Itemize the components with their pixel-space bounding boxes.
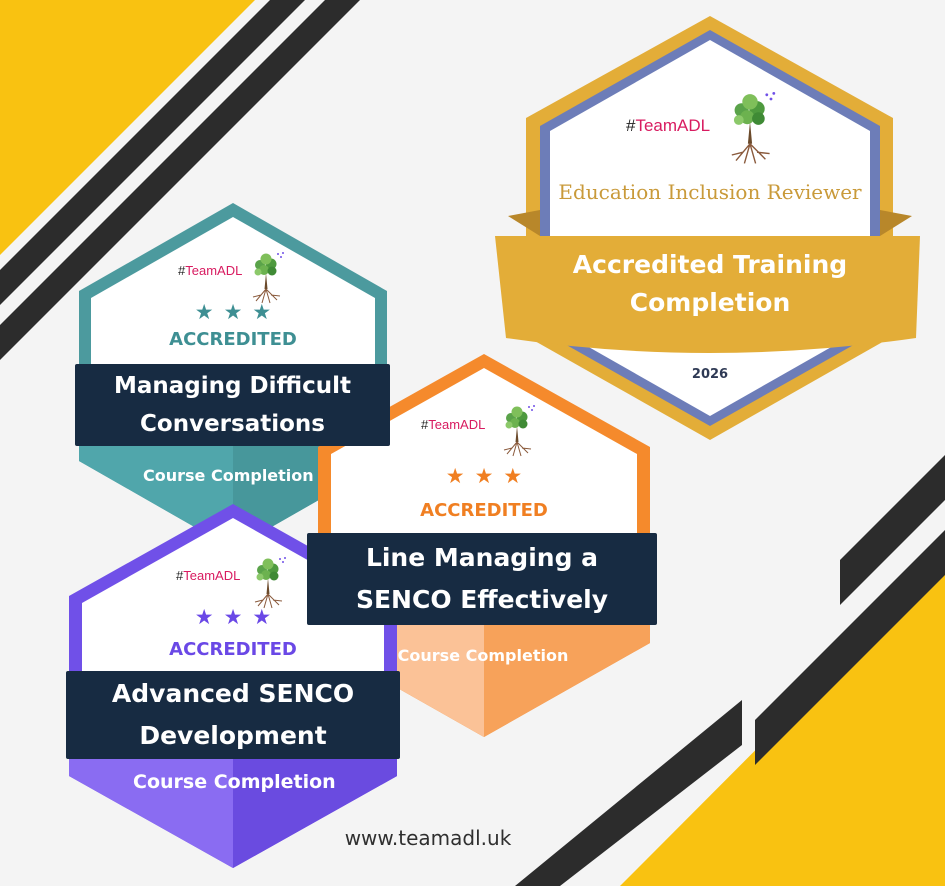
reviewer-role-title: Education Inclusion Reviewer (558, 180, 862, 204)
star-rating: ★★★ (194, 300, 282, 324)
course-completion-label: Course Completion (397, 646, 569, 665)
brand-tag: #TeamADL (421, 417, 486, 432)
course-title-banner: Advanced SENCO Development (66, 671, 400, 759)
course-title-line-1: Advanced SENCO (111, 679, 355, 708)
brand-tag: #TeamADL (176, 568, 241, 583)
reviewer-ribbon (495, 236, 920, 353)
reviewer-ribbon-title: Accredited Training Completion (530, 246, 890, 322)
star-rating: ★★★ (194, 605, 282, 629)
course-completion-label: Course Completion (133, 771, 336, 793)
reviewer-ribbon-fold-left (508, 210, 540, 236)
course-title-line-2: SENCO Effectively (355, 585, 609, 614)
course-title-banner: Managing Difficult Conversations (75, 364, 390, 446)
dark-stripe-top-left-2 (0, 0, 360, 360)
course-title-line-1: Managing Difficult (113, 373, 351, 399)
reviewer-ribbon-fold-right (880, 210, 912, 236)
course-completion-label: Course Completion (143, 466, 314, 485)
website-link[interactable]: www.teamadl.uk (344, 826, 512, 850)
accredited-label: ACCREDITED (420, 500, 548, 521)
course-title-banner: Line Managing a SENCO Effectively (307, 533, 657, 625)
dark-stripe-bottom-right-3 (515, 700, 742, 886)
course-title-line-1: Line Managing a (365, 543, 599, 572)
dark-stripe-bottom-right-1 (840, 455, 945, 605)
accredited-label: ACCREDITED (169, 639, 297, 660)
yellow-triangle-top-left (0, 0, 255, 255)
dark-stripe-bottom-right-2 (755, 530, 945, 765)
ribbon-line-1: Accredited Training (572, 250, 848, 279)
dark-stripe-top-left-1 (0, 0, 305, 305)
course-title-line-2: Conversations (140, 411, 325, 437)
brand-tag: #TeamADL (626, 116, 711, 135)
brand-tag: #TeamADL (178, 263, 243, 278)
ribbon-line-2: Completion (629, 288, 791, 317)
reviewer-year: 2026 (691, 367, 729, 382)
course-title-line-2: Development (139, 721, 327, 750)
advanced-badge-lower-shade (233, 758, 397, 868)
accredited-label: ACCREDITED (169, 329, 297, 350)
star-rating: ★★★ (445, 464, 533, 488)
